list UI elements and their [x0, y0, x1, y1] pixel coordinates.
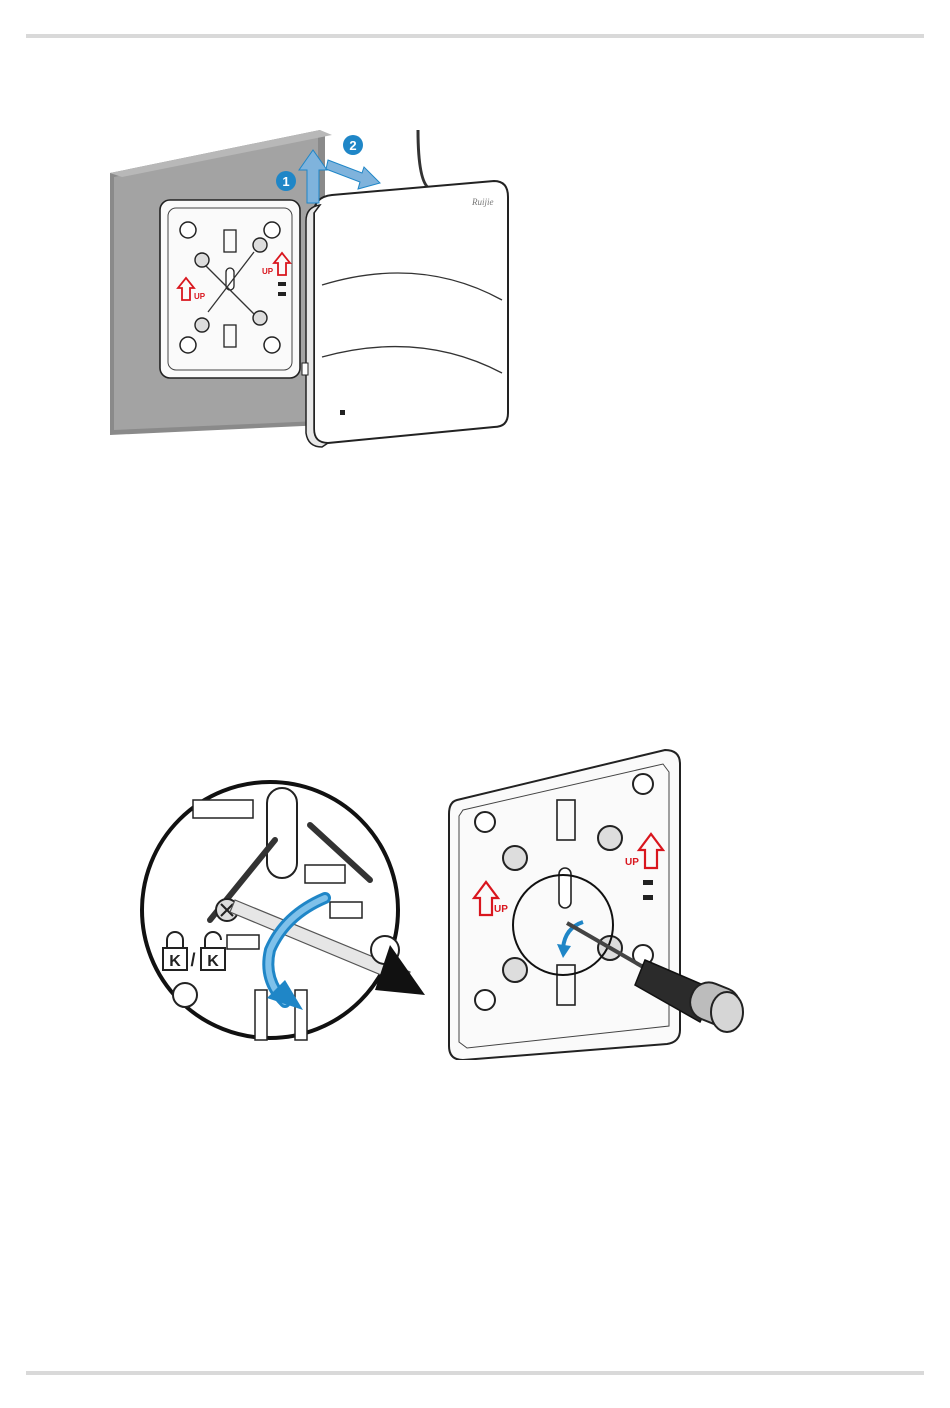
zoom-detail: K / K: [142, 782, 410, 1040]
footer-rule: [26, 1371, 924, 1375]
network-cable: [418, 130, 430, 189]
svg-text:UP: UP: [194, 292, 206, 301]
svg-text:UP: UP: [262, 267, 274, 276]
svg-text:UP: UP: [494, 904, 508, 915]
svg-text:K: K: [169, 953, 181, 970]
step-marker-2: 2: [343, 135, 363, 155]
mounting-bracket: UP UP: [160, 200, 300, 378]
step-marker-1: 1: [276, 171, 296, 191]
access-point-device: Ruijie: [302, 181, 508, 447]
svg-text:K: K: [207, 953, 219, 970]
svg-text:UP: UP: [625, 857, 639, 868]
figure-remove-ap: UP UP Ruijie 1: [100, 125, 530, 455]
arrow-diagonal-icon: [326, 160, 380, 189]
brand-logo: Ruijie: [471, 197, 494, 207]
header-rule: [26, 34, 924, 38]
svg-text:2: 2: [349, 138, 356, 153]
mounting-bracket-large: UP UP: [449, 750, 680, 1060]
lock-separator: /: [190, 950, 195, 970]
svg-text:1: 1: [282, 174, 289, 189]
figure-unlock-bracket: K / K: [135, 740, 755, 1060]
